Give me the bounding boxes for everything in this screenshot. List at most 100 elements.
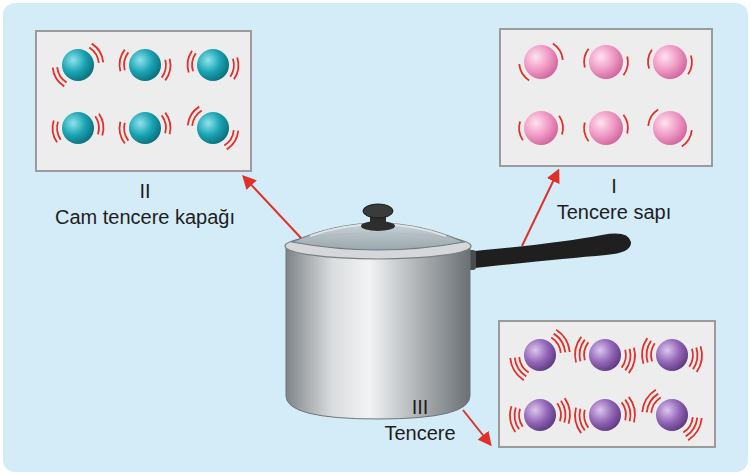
vibration-arc — [689, 349, 694, 368]
particle — [574, 396, 636, 433]
vibration-arc — [556, 329, 571, 352]
vibration-arc — [625, 399, 632, 421]
vibration-arc — [187, 106, 200, 126]
particle-illustration — [37, 32, 250, 170]
vibration-arc — [557, 403, 562, 422]
vibration-arc — [692, 347, 698, 370]
vibration-arc — [647, 49, 652, 69]
particle — [641, 338, 703, 373]
pot-handle — [466, 234, 631, 269]
leader-arrow — [244, 177, 301, 238]
vibration-arc — [583, 342, 589, 361]
vibration-arc — [628, 347, 636, 373]
vibration-arc — [688, 418, 703, 441]
particle-illustration — [501, 30, 711, 165]
particle-ball — [589, 45, 623, 79]
vibration-arc — [52, 67, 65, 87]
vibration-arc — [574, 407, 582, 433]
vibration-arc — [165, 58, 172, 80]
particle-ball — [524, 399, 556, 431]
vibration-arc — [119, 121, 126, 143]
vibration-arc — [646, 340, 652, 363]
particle — [574, 336, 636, 373]
vibration-arc — [625, 348, 632, 370]
particle-box: IIITencere — [498, 320, 716, 448]
vibration-arc — [161, 115, 167, 134]
particle — [187, 106, 239, 150]
vibration-arc — [95, 116, 100, 135]
part-name: Tencere sapı — [557, 199, 672, 225]
particle-ball — [656, 339, 688, 371]
particle — [583, 111, 629, 145]
particle-ball — [589, 399, 621, 431]
part-name: Cam tencere kapağı — [55, 204, 235, 230]
vibration-arc — [191, 53, 196, 72]
vibration-arc — [685, 417, 698, 437]
particle-ball — [524, 111, 558, 145]
particle-ball — [129, 49, 161, 81]
vibration-arc — [553, 333, 566, 353]
particle — [647, 45, 693, 79]
node-caption: IICam tencere kapağı — [55, 178, 235, 230]
vibration-arc — [518, 121, 523, 141]
particle-ball — [62, 112, 94, 144]
vibration-arc — [583, 122, 589, 141]
roman-numeral: I — [557, 173, 672, 199]
vibration-arc — [119, 49, 126, 71]
vibration-arc — [696, 346, 703, 372]
vibration-arc — [621, 350, 627, 369]
vibration-arc — [161, 60, 167, 79]
particle-ball — [129, 112, 161, 144]
particle — [518, 43, 563, 81]
particle — [509, 398, 571, 433]
particle-ball — [197, 112, 229, 144]
particle-ball — [197, 49, 229, 81]
vibration-arc — [687, 55, 692, 75]
vibration-arc — [123, 123, 129, 142]
vibration-arc — [514, 407, 520, 430]
particle-ball — [62, 49, 94, 81]
vibration-arc — [623, 114, 629, 133]
particle-ball — [589, 111, 623, 145]
particle — [518, 111, 564, 145]
particle — [509, 329, 570, 381]
vibration-arc — [509, 406, 516, 432]
background-panel — [3, 3, 748, 472]
leader-arrow — [463, 410, 490, 444]
pot-body — [286, 245, 470, 419]
vibration-arc — [230, 59, 235, 78]
vibration-arc — [226, 130, 239, 150]
particle-box: IICam tencere kapağı — [35, 30, 252, 172]
leader-arrow — [522, 171, 558, 246]
vibration-arc — [509, 358, 524, 381]
particle-ball — [656, 399, 688, 431]
vibration-arc — [91, 43, 104, 63]
particle-ball — [653, 45, 687, 79]
vibration-arc — [579, 339, 586, 361]
particle — [187, 49, 240, 81]
part-name: Tencere — [384, 420, 455, 446]
particle — [583, 45, 629, 79]
vibration-arc — [564, 398, 571, 424]
roman-numeral: II — [55, 178, 235, 204]
vibration-arc — [165, 112, 172, 134]
vibration-arc — [558, 115, 563, 135]
particle-ball — [524, 45, 558, 79]
vibration-arc — [646, 393, 659, 413]
vibration-arc — [650, 343, 655, 362]
particle — [119, 112, 172, 144]
particle-ball — [524, 339, 556, 371]
vibration-arc — [514, 357, 527, 377]
vibration-arc — [52, 120, 58, 143]
vibration-arc — [641, 338, 648, 364]
vibration-arc — [621, 402, 627, 421]
particle-illustration — [500, 322, 714, 446]
vibration-arc — [574, 336, 582, 362]
vibration-arc — [187, 50, 193, 73]
vibration-arc — [583, 410, 589, 429]
particle — [647, 109, 692, 147]
particle-ball — [653, 111, 687, 145]
vibration-arc — [518, 409, 523, 428]
particle — [52, 112, 105, 144]
